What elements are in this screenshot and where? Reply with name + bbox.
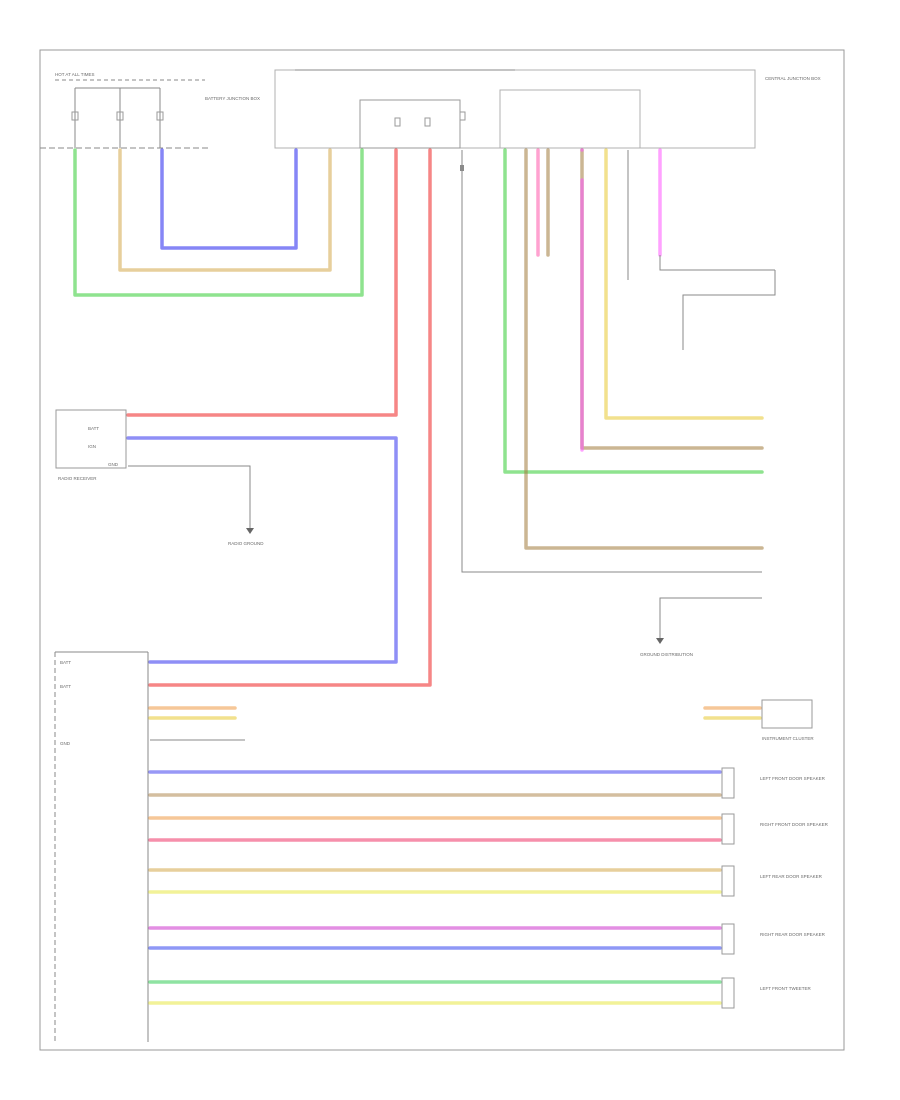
svg-text:BATT: BATT [88,426,99,431]
radio-receiver-label: RADIO RECEIVER [58,476,97,481]
hot-at-all-times-label: HOT AT ALL TIMES [55,72,95,77]
instrument-cluster: INSTRUMENT CLUSTER [761,699,814,741]
svg-text:BATT: BATT [60,684,71,689]
ground-distribution-label: GROUND DISTRIBUTION [640,652,693,657]
svg-text:LEFT FRONT DOOR SPEAKER: LEFT FRONT DOOR SPEAKER [760,776,826,781]
svg-text:RIGHT REAR DOOR SPEAKER: RIGHT REAR DOOR SPEAKER [760,932,826,937]
radio-ground-label: RADIO GROUND [228,541,264,546]
battery-junction-box-label: BATTERY JUNCTION BOX [205,96,260,101]
svg-text:BATT: BATT [60,660,71,665]
radio-module: BATT IGN GND RADIO RECEIVER [55,409,127,481]
central-junction-box-label: CENTRAL JUNCTION BOX [765,76,821,81]
diagram-border [39,49,845,1051]
svg-text:INSTRUMENT CLUSTER: INSTRUMENT CLUSTER [762,736,814,741]
amplifier-connector: BATT BATT GND [54,651,149,1042]
battery-junction-box: HOT AT ALL TIMES BATTERY JUNCTION BOX [40,72,260,149]
svg-text:LEFT FRONT TWEETER: LEFT FRONT TWEETER [760,986,812,991]
left-front-door-speaker: LEFT FRONT DOOR SPEAKER [721,767,826,799]
svg-text:IGN: IGN [88,444,96,449]
central-junction-box: CENTRAL JUNCTION BOX [274,69,821,149]
svg-text:GND: GND [108,462,119,467]
svg-text:RIGHT FRONT DOOR SPEAKER: RIGHT FRONT DOOR SPEAKER [760,822,829,827]
svg-text:GND: GND [60,741,71,746]
tweeter-speaker: LEFT FRONT TWEETER [721,977,812,1009]
right-rear-door-speaker: RIGHT REAR DOOR SPEAKER [721,923,826,955]
right-front-door-speaker: RIGHT FRONT DOOR SPEAKER [721,813,829,845]
left-rear-door-speaker: LEFT REAR DOOR SPEAKER [721,865,823,897]
svg-text:LEFT REAR DOOR SPEAKER: LEFT REAR DOOR SPEAKER [760,874,823,879]
